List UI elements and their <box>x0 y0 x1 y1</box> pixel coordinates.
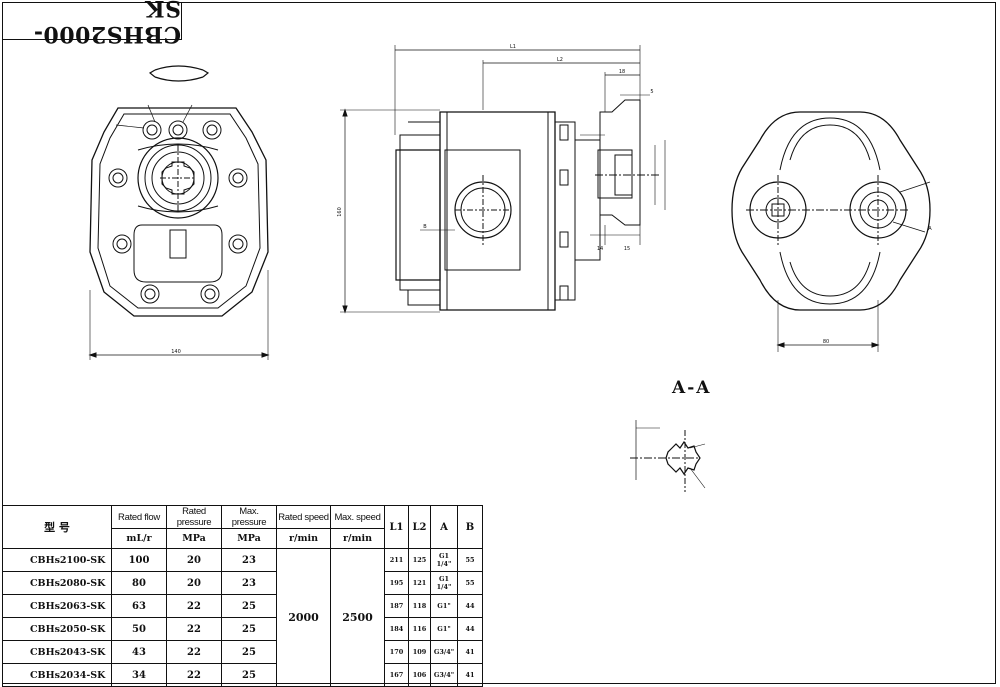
table-row: CBHs2034-SK 34 22 25 167 106 G3/4" 41 <box>2 663 483 687</box>
cell-model: CBHs2050-SK <box>2 617 112 641</box>
rear-view <box>731 111 931 352</box>
unit-max-pressure: MPa <box>221 528 277 549</box>
cell-b: 55 <box>457 571 483 595</box>
header-rated-speed: Rated speed <box>276 505 331 529</box>
dim-5-label: 5 <box>650 89 653 95</box>
unit-speed: r/min <box>276 528 331 549</box>
cell-b: 44 <box>457 594 483 618</box>
cell-a: G1 1/4" <box>430 571 458 595</box>
cell-a: G3/4" <box>430 663 458 687</box>
dim-14-label: 14 <box>597 246 603 252</box>
cell-model: CBHs2034-SK <box>2 663 112 687</box>
side-height-label: 160 <box>337 207 343 217</box>
dim-18-label: 18 <box>619 69 625 75</box>
cell-max-pressure: 25 <box>221 663 277 687</box>
header-rated-pressure: Rated pressure <box>166 505 222 529</box>
cell-model: CBHs2100-SK <box>2 548 112 572</box>
cell-flow: 34 <box>111 663 167 687</box>
unit-flow: mL/r <box>111 528 167 549</box>
unit-max-speed: r/min <box>330 528 385 549</box>
cell-max-pressure: 25 <box>221 640 277 664</box>
l1-label: L1 <box>510 44 516 50</box>
cell-b: 41 <box>457 663 483 687</box>
rear-width-label: 80 <box>823 339 829 345</box>
section-a-a-label: A-A <box>672 378 712 398</box>
section-a-a <box>630 420 706 492</box>
cell-b: 55 <box>457 548 483 572</box>
cell-l2: 121 <box>408 571 431 595</box>
cell-l2: 109 <box>408 640 431 664</box>
cell-l1: 170 <box>384 640 409 664</box>
cell-rated-pressure: 22 <box>166 594 222 618</box>
cell-flow: 100 <box>111 548 167 572</box>
cell-max-pressure: 25 <box>221 617 277 641</box>
cell-b: 41 <box>457 640 483 664</box>
cell-a: G1 1/4" <box>430 548 458 572</box>
cell-model: CBHs2043-SK <box>2 640 112 664</box>
front-view <box>88 65 270 360</box>
cell-flow: 80 <box>111 571 167 595</box>
cell-b: 44 <box>457 617 483 641</box>
cell-l1: 167 <box>384 663 409 687</box>
cell-l2: 118 <box>408 594 431 618</box>
unit-pressure: MPa <box>166 528 222 549</box>
cell-flow: 50 <box>111 617 167 641</box>
specification-table: 型 号 Rated flow Rated pressure Max. press… <box>2 505 483 687</box>
l2-label: L2 <box>557 57 563 63</box>
cell-rated-pressure: 20 <box>166 571 222 595</box>
cell-a: G3/4" <box>430 640 458 664</box>
cell-l1: 187 <box>384 594 409 618</box>
dim-15-label: 15 <box>624 246 630 252</box>
table-row: CBHs2063-SK 63 22 25 187 118 G1" 44 <box>2 594 483 618</box>
header-l2: L2 <box>408 505 431 549</box>
cell-l2: 106 <box>408 663 431 687</box>
table-row: CBHs2043-SK 43 22 25 170 109 G3/4" 41 <box>2 640 483 664</box>
cell-a: G1" <box>430 594 458 618</box>
cell-rated-pressure: 22 <box>166 640 222 664</box>
cell-l2: 116 <box>408 617 431 641</box>
table-row: CBHs2080-SK 80 20 23 195 121 G1 1/4" 55 <box>2 571 483 595</box>
side-view <box>340 45 666 314</box>
cell-l2: 125 <box>408 548 431 572</box>
header-model: 型 号 <box>2 505 112 549</box>
header-b: B <box>457 505 483 549</box>
header-l1: L1 <box>384 505 409 549</box>
port-a-label: A <box>928 226 932 232</box>
cell-max-pressure: 23 <box>221 571 277 595</box>
cell-l1: 211 <box>384 548 409 572</box>
title-block: CBHS2000-SK <box>2 0 182 47</box>
cell-model: CBHs2063-SK <box>2 594 112 618</box>
cell-flow: 43 <box>111 640 167 664</box>
cell-flow: 63 <box>111 594 167 618</box>
table-row: CBHs2100-SK 100 20 23 2000 2500 211 125 … <box>2 548 483 687</box>
header-max-pressure: Max. pressure <box>221 505 277 529</box>
table-row: CBHs2050-SK 50 22 25 184 116 G1" 44 <box>2 617 483 641</box>
cell-l1: 195 <box>384 571 409 595</box>
cell-rated-pressure: 22 <box>166 663 222 687</box>
cell-max-pressure: 25 <box>221 594 277 618</box>
cell-l1: 184 <box>384 617 409 641</box>
cell-max-pressure: 23 <box>221 548 277 572</box>
cell-a: G1" <box>430 617 458 641</box>
header-rated-flow: Rated flow <box>111 505 167 529</box>
cell-rated-speed: 2000 <box>276 548 331 687</box>
header-max-speed: Max. speed <box>330 505 385 529</box>
port-b-label: B <box>423 224 427 230</box>
front-width-label: 140 <box>171 349 181 355</box>
cell-rated-pressure: 22 <box>166 617 222 641</box>
cell-max-speed: 2500 <box>330 548 385 687</box>
cell-model: CBHs2080-SK <box>2 571 112 595</box>
header-a: A <box>430 505 458 549</box>
cell-rated-pressure: 20 <box>166 548 222 572</box>
